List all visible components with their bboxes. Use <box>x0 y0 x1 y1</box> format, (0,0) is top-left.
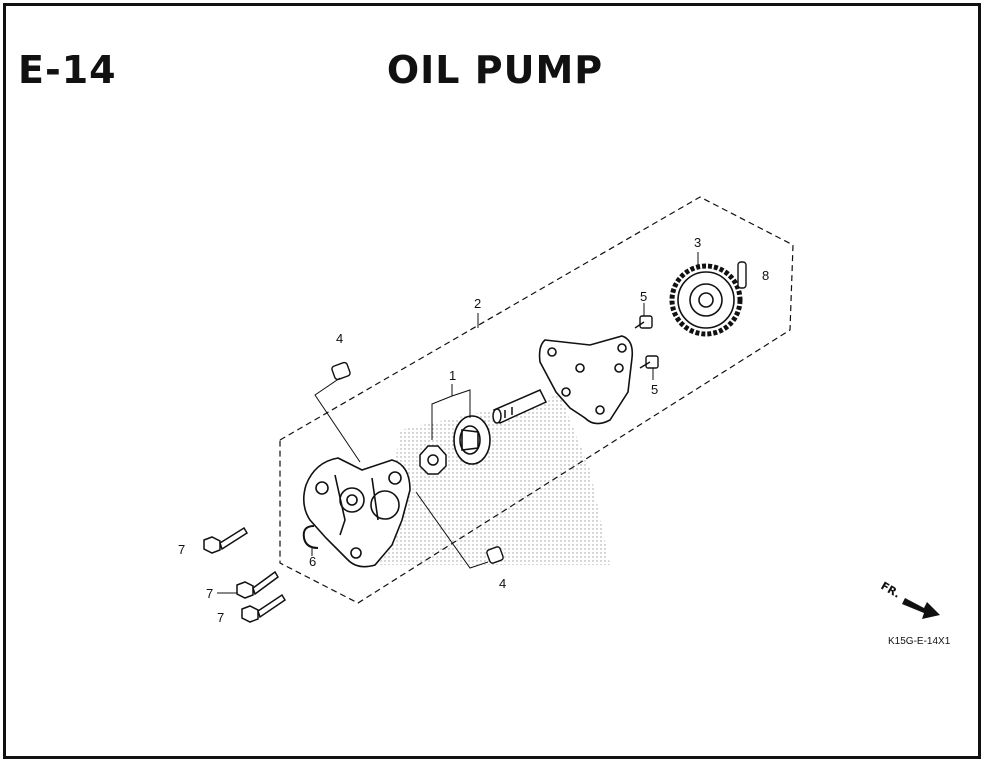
callout-2: 2 <box>474 296 481 311</box>
retaining-clip <box>302 525 319 549</box>
pump-cover-plate <box>538 335 634 425</box>
diagram-title: OIL PUMP <box>386 48 604 92</box>
page-frame <box>3 3 981 759</box>
callout-7-a: 7 <box>178 542 185 557</box>
callout-8: 8 <box>762 268 769 283</box>
pump-shaft <box>492 389 548 424</box>
callout-4-upper: 4 <box>336 331 343 346</box>
assembly-boundary <box>279 196 794 604</box>
inner-rotor <box>419 445 447 475</box>
callout-7-c: 7 <box>217 610 224 625</box>
callout-4-lower: 4 <box>499 576 506 591</box>
dowel-pin <box>737 261 747 289</box>
cover-screw-upper <box>634 315 653 329</box>
front-direction-arrow-icon: FR. <box>879 579 940 619</box>
figure-code: K15G-E-14X1 <box>888 636 951 647</box>
outer-rotor <box>453 415 491 465</box>
callout-6: 6 <box>309 554 316 569</box>
callout-7-b: 7 <box>206 586 213 601</box>
callout-1: 1 <box>449 368 456 383</box>
flange-bolt-2 <box>236 570 279 599</box>
cover-screw-lower <box>639 355 659 369</box>
dowel-upper <box>331 361 351 381</box>
oil-pump-body <box>302 457 411 568</box>
section-code: E-14 <box>18 48 117 92</box>
flange-bolt-3 <box>241 593 287 623</box>
callout-5-upper: 5 <box>640 289 647 304</box>
front-direction-label: FR. <box>879 579 903 600</box>
callout-3: 3 <box>694 235 701 250</box>
callout-5-lower: 5 <box>651 382 658 397</box>
flange-bolt-1 <box>203 526 249 554</box>
leader-lines <box>217 252 699 594</box>
driven-sprocket <box>669 263 743 337</box>
dowel-lower <box>486 546 504 564</box>
